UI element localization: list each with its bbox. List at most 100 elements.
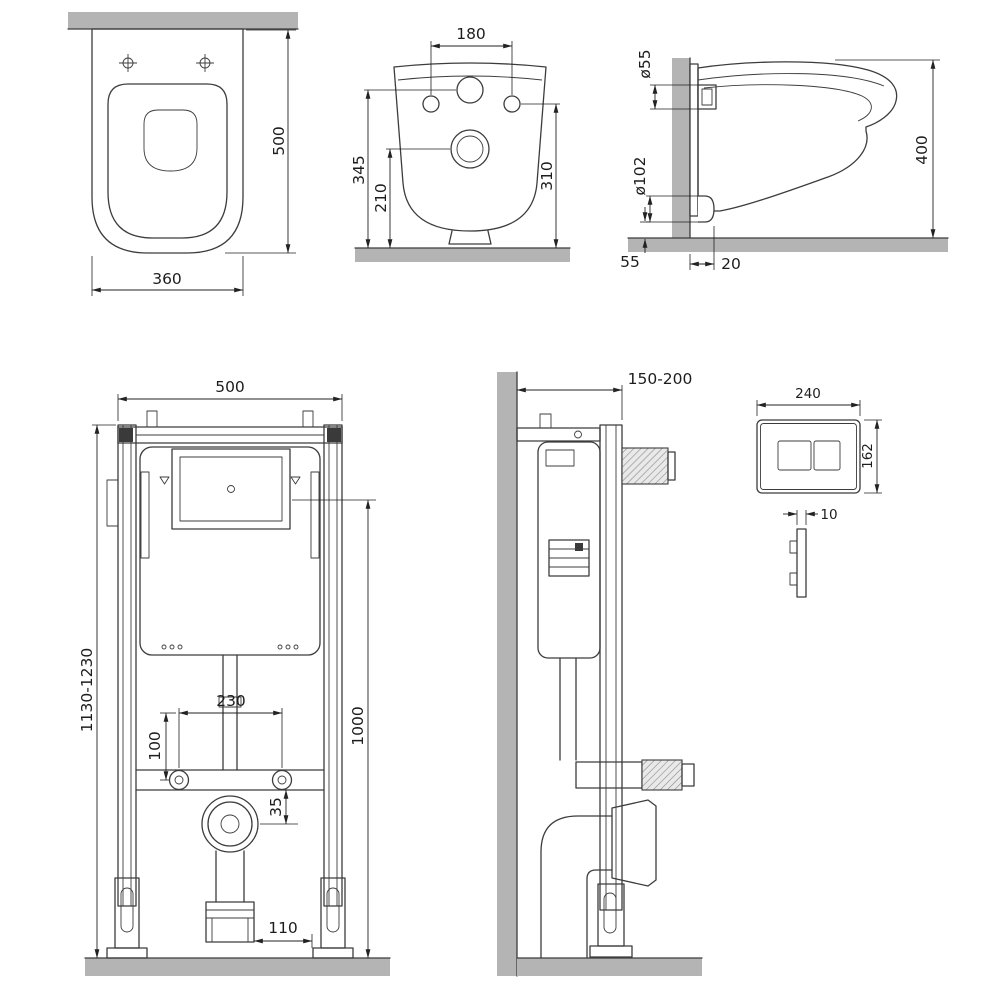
seat-outline: [107, 83, 228, 239]
dim-frame-depth: 150-200: [516, 370, 693, 420]
top-crossbar: [117, 426, 343, 444]
foot-left: [106, 877, 148, 959]
hanger-tab-left: [146, 410, 158, 428]
dim-outlet-diameter: ø102: [631, 156, 698, 223]
flush-button-large: [777, 440, 812, 471]
plate-outline: [756, 419, 861, 494]
corner-bolt-left: [119, 428, 133, 442]
dim-plate-height-label: 162: [860, 443, 876, 469]
drain-pipe: [205, 850, 255, 943]
mounting-plate: [689, 63, 699, 217]
dim-outlet-offset: 55: [620, 207, 650, 271]
outlet-spigot: [448, 230, 492, 245]
dim-offset-35-label: 35: [267, 797, 285, 817]
toilet-top-view: 500 360: [67, 12, 299, 296]
inspection-window-inner: [179, 456, 283, 522]
drain-elbow: [540, 799, 657, 959]
threaded-rod: [621, 447, 676, 485]
level-mark-left: [159, 476, 170, 485]
plate-side-profile: [789, 528, 807, 598]
dim-toilet-width-label: 360: [152, 270, 182, 288]
rail-right: [323, 424, 343, 907]
flush-pipe: [218, 654, 242, 771]
frame-front-view: 500 1130-1230 1000 230 100 35: [78, 378, 391, 976]
dim-drain-height: 210: [372, 148, 450, 249]
dim-bolt-height-label: 310: [538, 161, 556, 191]
flush-mechanism: [548, 539, 590, 577]
wall-section: [68, 12, 298, 29]
dim-drain-height-label: 210: [372, 183, 390, 213]
plate-inner-edge: [760, 423, 857, 490]
dim-inlet-diameter: ø55: [636, 49, 698, 110]
supply-connector: [575, 759, 695, 791]
dim-bolt-spacing: 180: [430, 25, 513, 95]
side-bracket: [106, 479, 118, 527]
dim-offset-100: 100: [146, 712, 176, 781]
wall-section: [672, 58, 690, 250]
bowl-water-outline: [143, 109, 198, 172]
dim-toilet-height-label: 400: [913, 135, 931, 165]
window-pin: [227, 485, 235, 493]
dim-outlet-offset: 110: [253, 919, 313, 948]
dim-fixing-span: 230: [178, 692, 283, 768]
dim-toilet-width: 360: [91, 256, 244, 296]
dim-flush-height-label: 1000: [349, 706, 367, 745]
foot-side: [589, 883, 633, 958]
dim-frame-height: 1130-1230: [78, 424, 116, 959]
fixing-hole-right: [196, 54, 214, 72]
rear-outline: [393, 62, 547, 232]
dim-plate-width: 240: [756, 386, 861, 416]
bowl-outline: [91, 28, 244, 254]
flush-pipe-side: [559, 657, 577, 761]
fill-valve: [545, 449, 575, 467]
inlet-fitting-inner: [701, 88, 713, 106]
rail-side: [599, 424, 623, 911]
bolt-hole-left: [422, 95, 440, 113]
dim-outlet-diameter-label: ø102: [631, 156, 649, 195]
dim-frame-depth-label: 150-200: [628, 370, 693, 388]
foot-right: [312, 877, 354, 959]
fixing-bush-left: [168, 769, 190, 791]
fixing-bush-right: [271, 769, 293, 791]
dim-toilet-length: 500: [225, 29, 296, 254]
dim-offset-100-label: 100: [146, 731, 164, 761]
dim-plate-thickness: 10: [783, 507, 838, 525]
corner-bolt-right: [327, 428, 341, 442]
dim-toilet-height: 400: [835, 59, 940, 239]
outlet-hole-inner: [456, 135, 484, 163]
dim-inlet-height-label: 345: [350, 155, 368, 185]
outlet-spigot: [698, 195, 715, 223]
toilet-side-view: ø55 ø102 400 55 20: [620, 49, 949, 273]
dim-inlet-diameter-label: ø55: [636, 49, 654, 78]
cistern-bottom-holes: [161, 644, 299, 650]
flush-button-small: [813, 440, 841, 471]
dim-flush-height: 1000: [292, 499, 376, 959]
wall-bracket: [516, 413, 601, 442]
dim-plate-width-label: 240: [795, 386, 821, 402]
cistern: [139, 446, 321, 656]
dim-outlet-offset-label: 55: [620, 253, 640, 271]
dim-fixing-span-label: 230: [216, 692, 246, 710]
outlet-hole: [450, 129, 490, 169]
strap-left: [140, 471, 150, 559]
bolt-hole-right: [503, 95, 521, 113]
floor-section: [355, 248, 570, 262]
floor-section: [85, 958, 390, 976]
wall-section: [497, 372, 517, 976]
dim-wall-gap: 20: [689, 226, 741, 273]
dim-bolt-spacing-label: 180: [456, 25, 486, 43]
level-mark-right: [290, 476, 301, 485]
floor-section: [628, 238, 948, 252]
dim-plate-thickness-label: 10: [820, 507, 837, 523]
dim-toilet-length-label: 500: [270, 126, 288, 156]
cistern-side: [537, 441, 601, 659]
dim-inlet-height: 345: [350, 89, 456, 249]
dim-wall-gap-label: 20: [721, 255, 741, 273]
drain-flange: [201, 795, 259, 853]
dim-frame-height-label: 1130-1230: [78, 648, 96, 733]
dim-plate-height: 162: [860, 419, 882, 494]
floor-section: [517, 958, 702, 976]
dim-frame-width-label: 500: [215, 378, 245, 396]
